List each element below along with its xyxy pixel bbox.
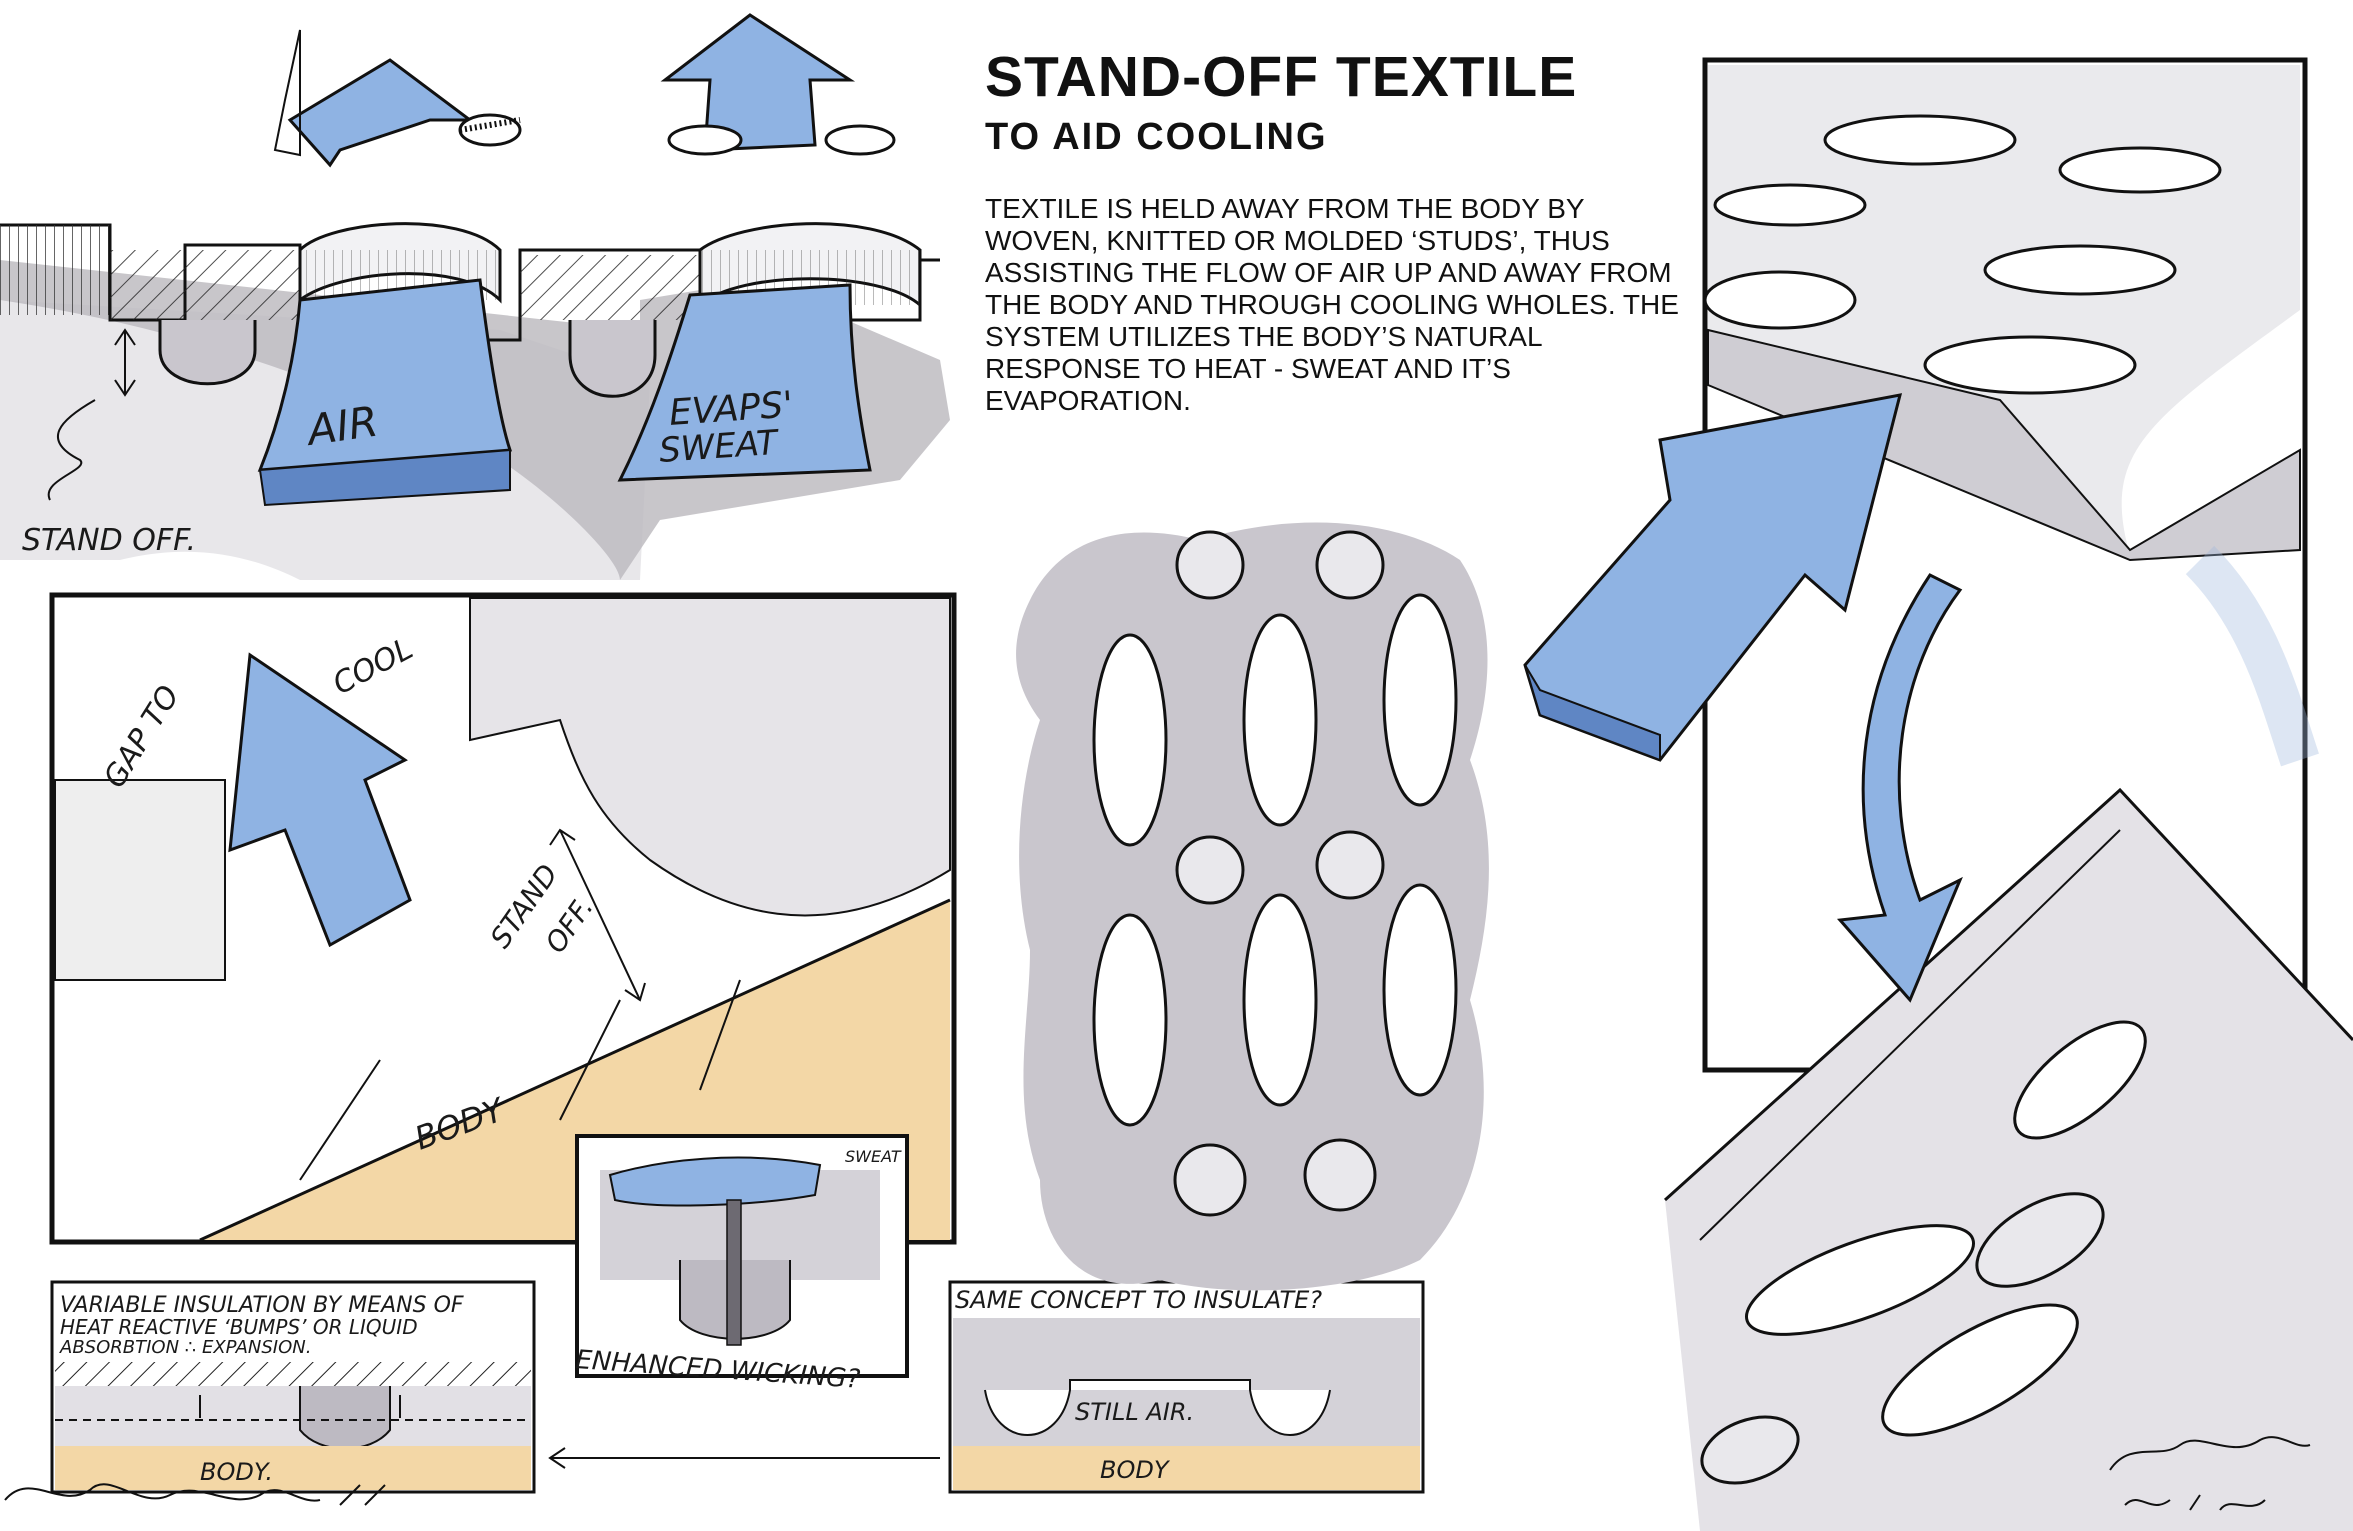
body-left-label: BODY.	[200, 1458, 273, 1486]
page-subtitle: TO AID COOLING	[985, 115, 1328, 158]
page-title: STAND-OFF TEXTILE	[985, 45, 1578, 109]
air-label: AIR	[302, 397, 381, 456]
wicking-inset: SWEAT ENHANCED WICKING?	[575, 1134, 909, 1395]
variable-insulation-sketch: VARIABLE INSULATION BY MEANS OF HEAT REA…	[50, 1280, 536, 1494]
insulate-sketch: SAME CONCEPT TO INSULATE? STILL AIR. BOD…	[948, 1280, 1425, 1494]
same-concept-label: SAME CONCEPT TO INSULATE?	[955, 1286, 1322, 1314]
variable-line-2: HEAT REACTIVE ‘BUMPS’ OR LIQUID	[60, 1315, 418, 1339]
gap-detail-panel: GAP TO COOL STAND OFF. BODY	[49, 592, 957, 1245]
left-signature	[4, 1483, 386, 1506]
sweat-label: SWEAT	[658, 423, 781, 471]
variable-line-1: VARIABLE INSULATION BY MEANS OF	[60, 1293, 464, 1318]
variable-line-3: ABSORBTION ∴ EXPANSION.	[59, 1337, 311, 1358]
stud-pattern-swatch	[1016, 522, 1489, 1291]
title-block: STAND-OFF TEXTILE TO AID COOLING TEXTILE…	[985, 45, 1705, 417]
sweat-small-label: SWEAT	[845, 1147, 902, 1166]
description-text: TEXTILE IS HELD AWAY FROM THE BODY BY WO…	[985, 192, 1679, 416]
textile-perspective	[1663, 573, 2353, 1531]
stand-off-label-top: STAND OFF.	[22, 523, 196, 558]
body-right-label: BODY	[1100, 1456, 1171, 1484]
top-section-sketch: AIR EVAPS' SWEAT STAND OFF.	[0, 13, 950, 580]
evaps-label: EVAPS'	[668, 384, 795, 434]
still-air-label: STILL AIR.	[1075, 1398, 1194, 1426]
right-signature	[2109, 1436, 2311, 1511]
connector-arrow	[548, 1447, 940, 1469]
